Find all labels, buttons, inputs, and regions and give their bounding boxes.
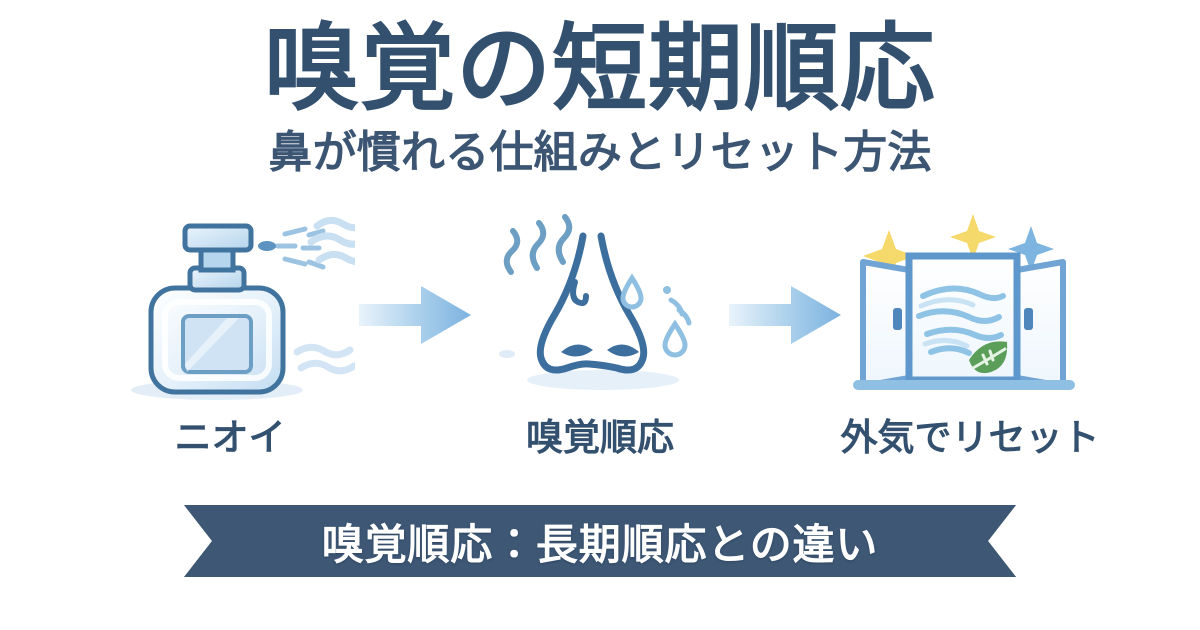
right-arrow-icon [729,285,841,344]
flow-step-label: ニオイ [174,417,286,458]
header: 嗅覚の短期順応 鼻が慣れる仕組みとリセット方法 [0,18,1200,177]
flow-step-adaptation: 嗅覚順応 [475,212,725,482]
flow-arrow-1 [355,212,475,417]
banner-text: 嗅覚順応：長期順応との違い [321,520,879,568]
perfume-spray-bottle-icon [105,212,355,417]
leaf-icon [969,341,1008,374]
flow-step-label: 嗅覚順応 [526,417,674,458]
flow-step-reset: 外気でリセット [841,212,1100,482]
open-window-icon [845,212,1095,417]
process-flow: ニオイ [0,212,1200,482]
nose-icon [475,212,725,417]
flow-step-odor: ニオイ [105,212,355,482]
section-banner: 嗅覚順応：長期順応との違い [184,505,1016,577]
flow-step-label: 外気でリセット [840,417,1100,458]
right-arrow-icon [359,285,471,344]
page-subtitle: 鼻が慣れる仕組みとリセット方法 [268,127,932,177]
page-title: 嗅覚の短期順応 [264,16,936,122]
flow-arrow-2 [725,212,845,417]
